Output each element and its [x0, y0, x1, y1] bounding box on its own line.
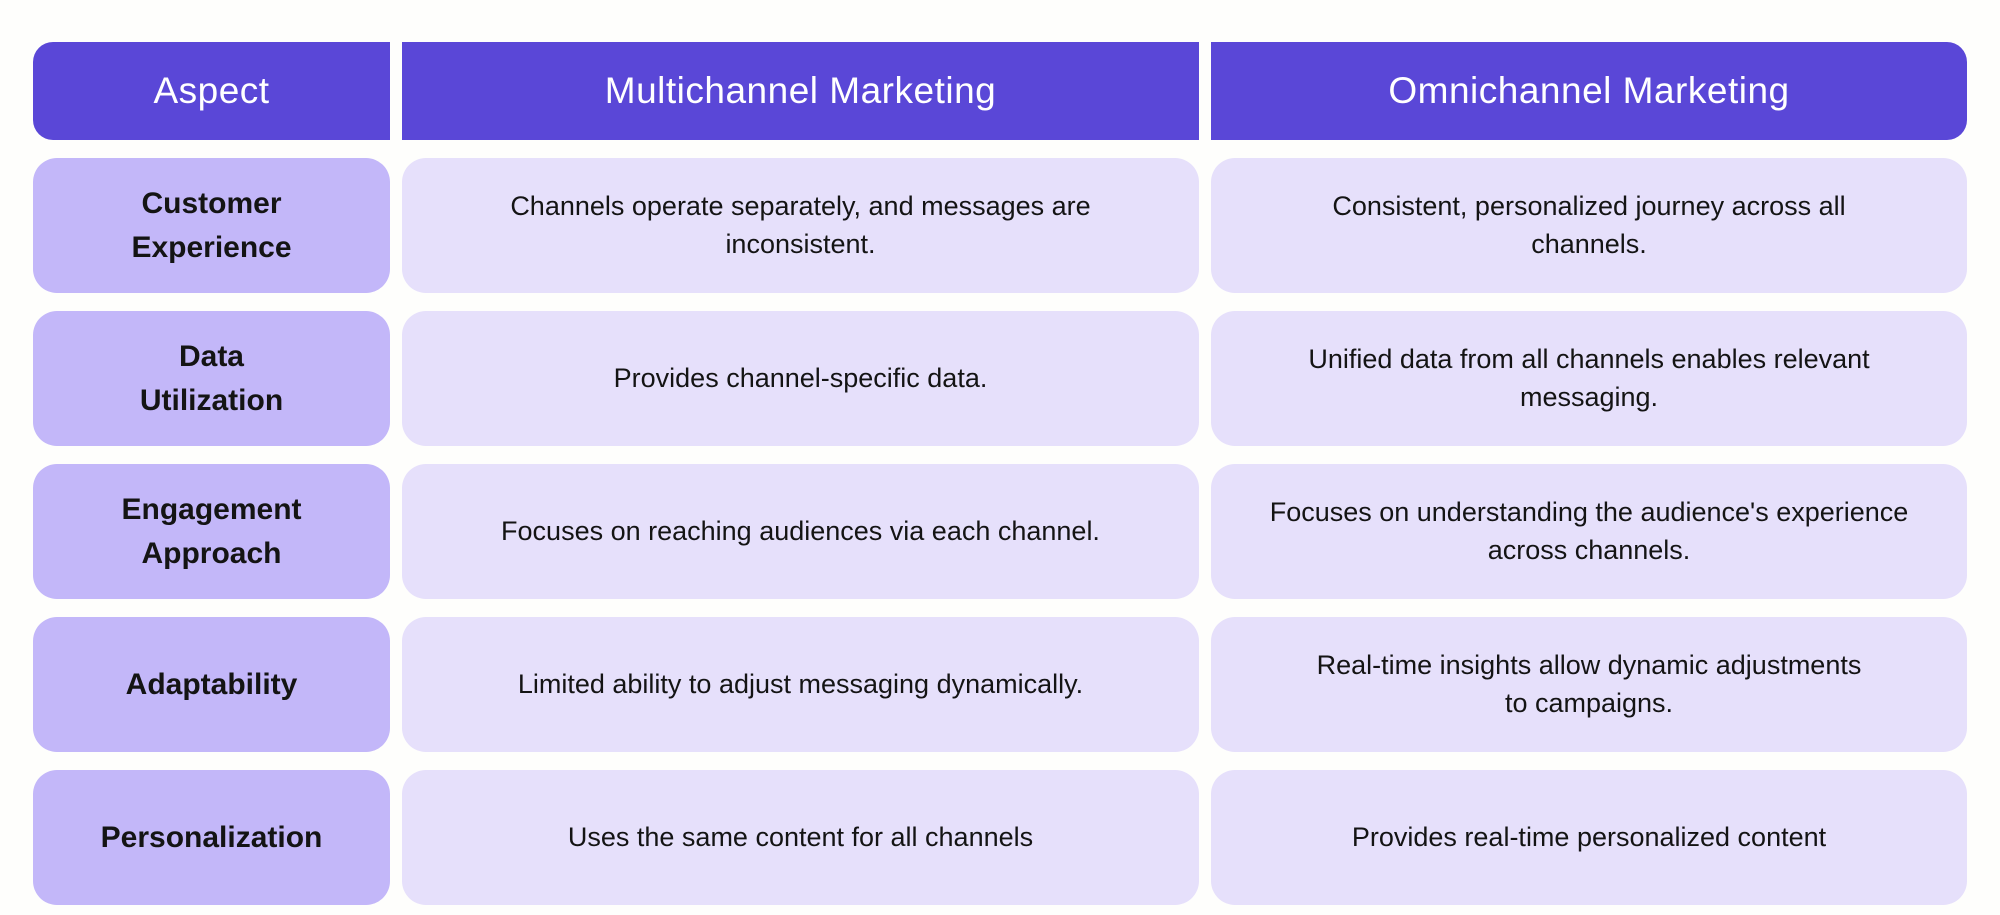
header-cell-omnichannel: Omnichannel Marketing	[1211, 42, 1967, 140]
comparison-table: Aspect Multichannel Marketing Omnichanne…	[33, 42, 2000, 905]
aspect-cell-engagement-approach: Engagement Approach	[33, 464, 390, 599]
omnichannel-cell-adaptability: Real-time insights allow dynamic adjustm…	[1211, 617, 1967, 752]
multichannel-cell-adaptability: Limited ability to adjust messaging dyna…	[402, 617, 1199, 752]
multichannel-cell-engagement-approach: Focuses on reaching audiences via each c…	[402, 464, 1199, 599]
header-cell-aspect: Aspect	[33, 42, 390, 140]
aspect-cell-customer-experience: Customer Experience	[33, 158, 390, 293]
header-cell-multichannel: Multichannel Marketing	[402, 42, 1199, 140]
multichannel-cell-customer-experience: Channels operate separately, and message…	[402, 158, 1199, 293]
multichannel-cell-data-utilization: Provides channel-specific data.	[402, 311, 1199, 446]
aspect-cell-personalization: Personalization	[33, 770, 390, 905]
omnichannel-cell-personalization: Provides real-time personalized content	[1211, 770, 1967, 905]
multichannel-cell-personalization: Uses the same content for all channels	[402, 770, 1199, 905]
omnichannel-cell-customer-experience: Consistent, personalized journey across …	[1211, 158, 1967, 293]
omnichannel-cell-data-utilization: Unified data from all channels enables r…	[1211, 311, 1967, 446]
aspect-cell-adaptability: Adaptability	[33, 617, 390, 752]
aspect-cell-data-utilization: Data Utilization	[33, 311, 390, 446]
omnichannel-cell-engagement-approach: Focuses on understanding the audience's …	[1211, 464, 1967, 599]
